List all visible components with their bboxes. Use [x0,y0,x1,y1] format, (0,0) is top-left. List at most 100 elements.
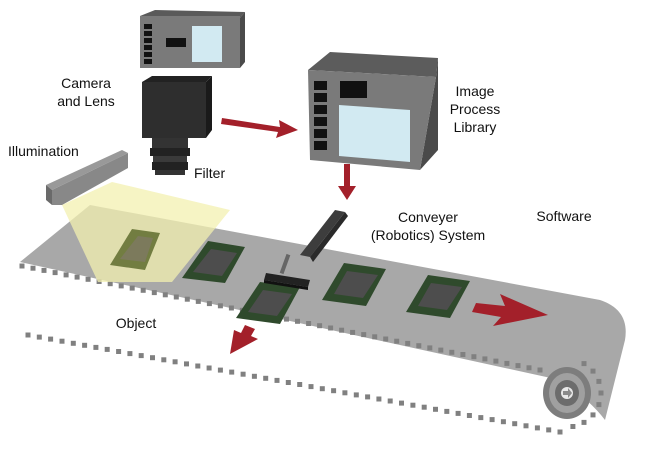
belt-track-top [19,263,604,429]
belt-track-dot [30,265,36,271]
object-item [236,282,300,324]
belt-track-dot [93,344,99,350]
belt-track-dot [184,361,189,367]
belt-track-dot [376,396,382,402]
label-image-line3: Library [454,119,497,135]
arrow-object-eject [230,325,258,354]
label-conveyer-line2: (Robotics) System [371,227,485,243]
belt-track-dot [504,360,510,366]
belt-track-dot [319,386,325,392]
belt-track-dot [596,402,602,408]
belt-track-dot [140,287,146,293]
arrow-computer-to-arm [338,164,356,200]
belt-track-dot [410,402,416,408]
belt-track-dot [331,388,337,394]
belt-track-dot [240,371,246,377]
belt-track-dot [184,296,190,302]
label-filter: Filter [194,165,225,181]
belt-track-dot [308,384,314,390]
belt-track-dot [537,367,543,373]
belt-track-dot [297,382,303,387]
belt-track-dot [339,327,345,333]
belt-track-dot [399,400,404,406]
belt-track-dot [138,353,144,359]
belt-track-dot [251,373,257,379]
belt-track-dot [284,316,289,322]
label-camera-line1: Camera [61,75,111,91]
belt-track-dot [444,408,450,414]
belt-track-dot [383,336,389,342]
label-conveyer-line1: Conveyer [398,209,458,225]
belt-track-dot [590,412,596,418]
belt-track-dot [25,332,31,338]
belt-track-dot [478,415,484,421]
belt-track-dot [19,263,25,269]
belt-track-dot [104,346,110,352]
belt-track-dot [172,359,178,365]
camera-controller-box [140,10,245,68]
belt-track-dot [295,318,300,324]
belt-track-dot [82,342,88,348]
belt-track-dot [466,413,472,418]
belt-track-dot [526,365,532,371]
belt-track-dot [523,423,529,429]
belt-track-dot [438,347,444,353]
belt-track-dot [387,398,393,404]
belt-track-dot [206,365,212,371]
belt-track-dot [41,267,47,273]
belt-track-dot [365,394,371,400]
belt-track-dot [598,390,604,396]
label-illumination: Illumination [8,143,79,159]
belt-track-dot [229,369,235,375]
belt-track-dot [512,421,518,427]
belt-track-dot [460,352,466,357]
belt-track-dot [127,351,133,357]
belt-track-dot [482,356,488,362]
belt-track-dot [161,357,167,363]
label-image-line1: Image [456,83,495,99]
label-object: Object [116,315,157,331]
arrow-belt-forward [472,294,548,326]
belt-track-dot [228,305,234,311]
belt-objects [110,229,470,324]
belt-track-dot [500,419,506,425]
belt-track-dot [173,294,179,300]
belt-track-dot [581,361,587,367]
belt-track-dot [353,392,359,398]
belt-track-dot [350,329,356,335]
belt-track-dot [596,378,602,384]
label-camera-line2: and Lens [57,93,115,109]
belt-track-dot [570,424,576,429]
camera-icon [142,76,212,175]
belt-track-dot [317,323,323,329]
belt-track-dot [394,338,400,344]
belt-track-dot [206,301,212,307]
belt-track-dot [455,410,461,416]
belt-track-bottom [25,332,563,435]
belt-track-dot [52,270,58,276]
belt-track-dot [328,325,334,331]
object-item [406,275,470,318]
belt-track-dot [274,377,280,383]
belt-track-dot [48,336,54,342]
belt-track-dot [285,380,291,385]
belt-track-dot [217,303,223,309]
belt-track-dot [150,355,155,361]
label-software: Software [536,208,591,224]
illumination-bar [46,150,128,205]
belt-track-dot [372,334,378,340]
belt-track-dot [581,419,587,425]
belt-track-dot [449,349,455,355]
belt-track-dot [306,321,312,326]
arrow-camera-to-computer [221,118,298,138]
belt-track-dot [85,276,91,282]
roller-icon [543,367,591,419]
label-image-line2: Process [450,101,501,117]
belt-track-dot [427,345,433,351]
belt-track-dot [107,281,113,287]
belt-track-dot [162,292,168,298]
object-item [182,241,245,283]
belt-track-dot [416,343,422,349]
belt-track-dot [489,417,495,423]
